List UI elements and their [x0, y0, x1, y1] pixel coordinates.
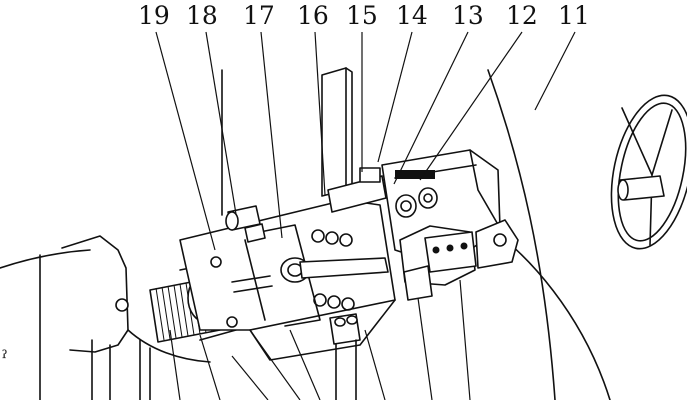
- lower-pins: [329, 313, 361, 400]
- handwheel: [610, 94, 687, 250]
- callout-12: 12: [506, 1, 538, 30]
- callout-19: 19: [138, 1, 170, 30]
- valve-block: [381, 149, 519, 301]
- callout-18: 18: [186, 1, 218, 30]
- leader-lines-bottom: [169, 279, 471, 400]
- left-housing: [0, 235, 211, 400]
- leader-lines-top: [155, 31, 576, 251]
- callout-13: 13: [452, 1, 484, 30]
- side-mark: ˀ: [2, 346, 8, 370]
- callout-14: 14: [396, 1, 428, 30]
- callout-11: 11: [558, 1, 590, 30]
- callout-15: 15: [346, 1, 378, 30]
- callout-16: 16: [297, 1, 329, 30]
- callout-17: 17: [243, 1, 275, 30]
- top-fittings: [225, 167, 387, 243]
